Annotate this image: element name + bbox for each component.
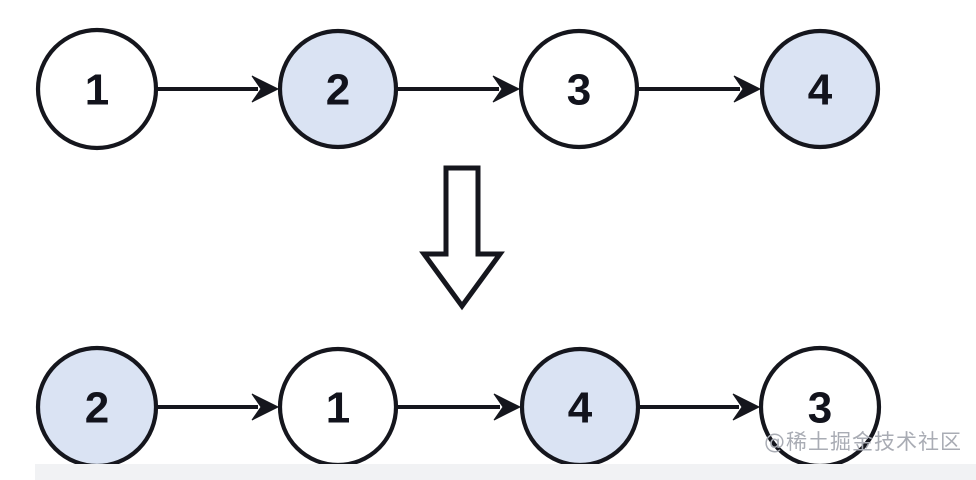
edge-after-row-0 xyxy=(158,393,280,421)
node-after-row-4[interactable]: 4 xyxy=(519,346,641,468)
edge-after-row-2 xyxy=(640,393,761,421)
node-before-row-4[interactable]: 4 xyxy=(759,28,881,150)
node-label: 2 xyxy=(326,66,350,115)
node-label: 1 xyxy=(326,384,350,433)
node-label: 4 xyxy=(568,384,593,433)
edge-before-row-2 xyxy=(639,75,762,103)
edge-before-row-1 xyxy=(398,75,521,103)
node-before-row-2[interactable]: 2 xyxy=(277,28,399,150)
node-label: 2 xyxy=(85,384,109,433)
edge-before-row-0 xyxy=(158,75,280,103)
after-row: 2 1 4 3 xyxy=(35,345,882,469)
footer-bar xyxy=(35,464,976,480)
node-before-row-1[interactable]: 1 xyxy=(35,27,159,151)
before-row: 1 2 3 4 xyxy=(35,27,881,151)
edge-after-row-1 xyxy=(398,393,522,421)
node-label: 1 xyxy=(85,66,109,115)
node-after-row-2[interactable]: 2 xyxy=(35,345,159,469)
node-after-row-1[interactable]: 1 xyxy=(277,346,399,468)
node-label: 3 xyxy=(567,66,591,115)
node-label: 3 xyxy=(808,384,832,433)
watermark-text: @稀土掘金技术社区 xyxy=(764,430,962,454)
node-label: 4 xyxy=(808,66,833,115)
node-before-row-3[interactable]: 3 xyxy=(518,28,640,150)
transform-arrow-down-icon xyxy=(419,165,505,311)
node-after-row-3[interactable]: 3 xyxy=(758,345,882,469)
